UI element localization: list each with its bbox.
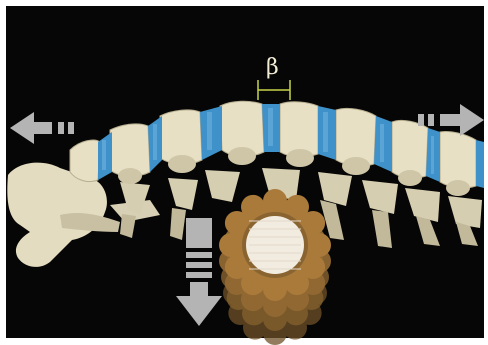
roller-gear-icon: [219, 189, 331, 345]
disc: [476, 140, 484, 188]
beta-label: β: [266, 55, 279, 80]
